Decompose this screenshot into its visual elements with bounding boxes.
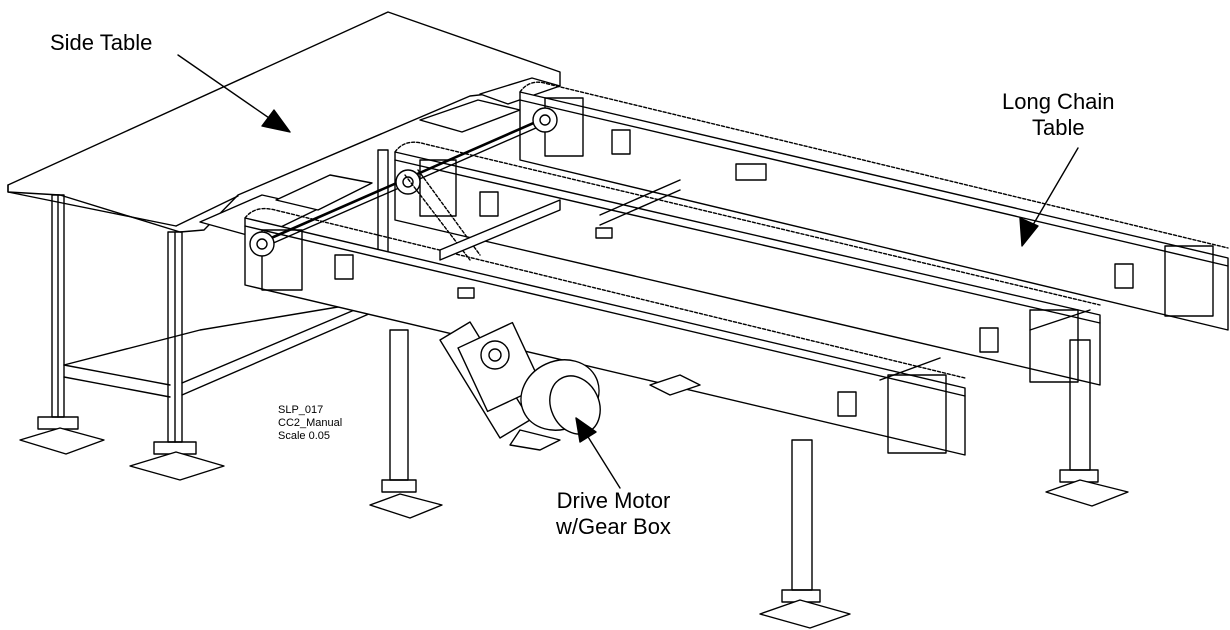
callout-drive-motor-line-1: Drive Motor bbox=[556, 488, 671, 513]
drawing-scale: Scale 0.05 bbox=[278, 430, 330, 442]
drawing-id: SLP_017 bbox=[278, 404, 324, 416]
conveyor-leg bbox=[369, 329, 443, 519]
callout-side-table: Side Table bbox=[50, 30, 152, 56]
conveyor-rail bbox=[394, 141, 1101, 386]
conveyor-rail bbox=[519, 81, 1229, 331]
bearing-icon bbox=[395, 169, 421, 195]
drawing-reference-block: SLP_017 CC2_Manual Scale 0.05 bbox=[278, 404, 342, 443]
callout-long-chain-table-line-1: Long Chain bbox=[1002, 89, 1115, 114]
long-chain-table bbox=[244, 81, 1229, 629]
document-name: CC2_Manual bbox=[278, 417, 343, 429]
side-table-leg bbox=[129, 231, 225, 481]
conveyor-leg bbox=[759, 439, 851, 629]
bearing-icon bbox=[249, 231, 275, 257]
callout-long-chain-table: Long Chain Table bbox=[1002, 89, 1115, 141]
conveyor-rail bbox=[244, 207, 966, 456]
callout-arrow-drive-motor bbox=[575, 417, 621, 489]
callout-long-chain-table-line-2: Table bbox=[1031, 115, 1085, 140]
callout-drive-motor: Drive Motor w/Gear Box bbox=[556, 488, 671, 540]
callout-arrow-long-chain-table bbox=[1019, 147, 1079, 247]
callout-drive-motor-line-2: w/Gear Box bbox=[556, 514, 671, 539]
bearing-icon bbox=[532, 107, 558, 133]
conveyor-leg bbox=[1045, 339, 1129, 507]
callout-arrow-side-table bbox=[177, 54, 291, 133]
callout-side-table-text: Side Table bbox=[50, 30, 153, 55]
drive-motor bbox=[439, 321, 601, 451]
side-table-leg bbox=[19, 194, 105, 455]
